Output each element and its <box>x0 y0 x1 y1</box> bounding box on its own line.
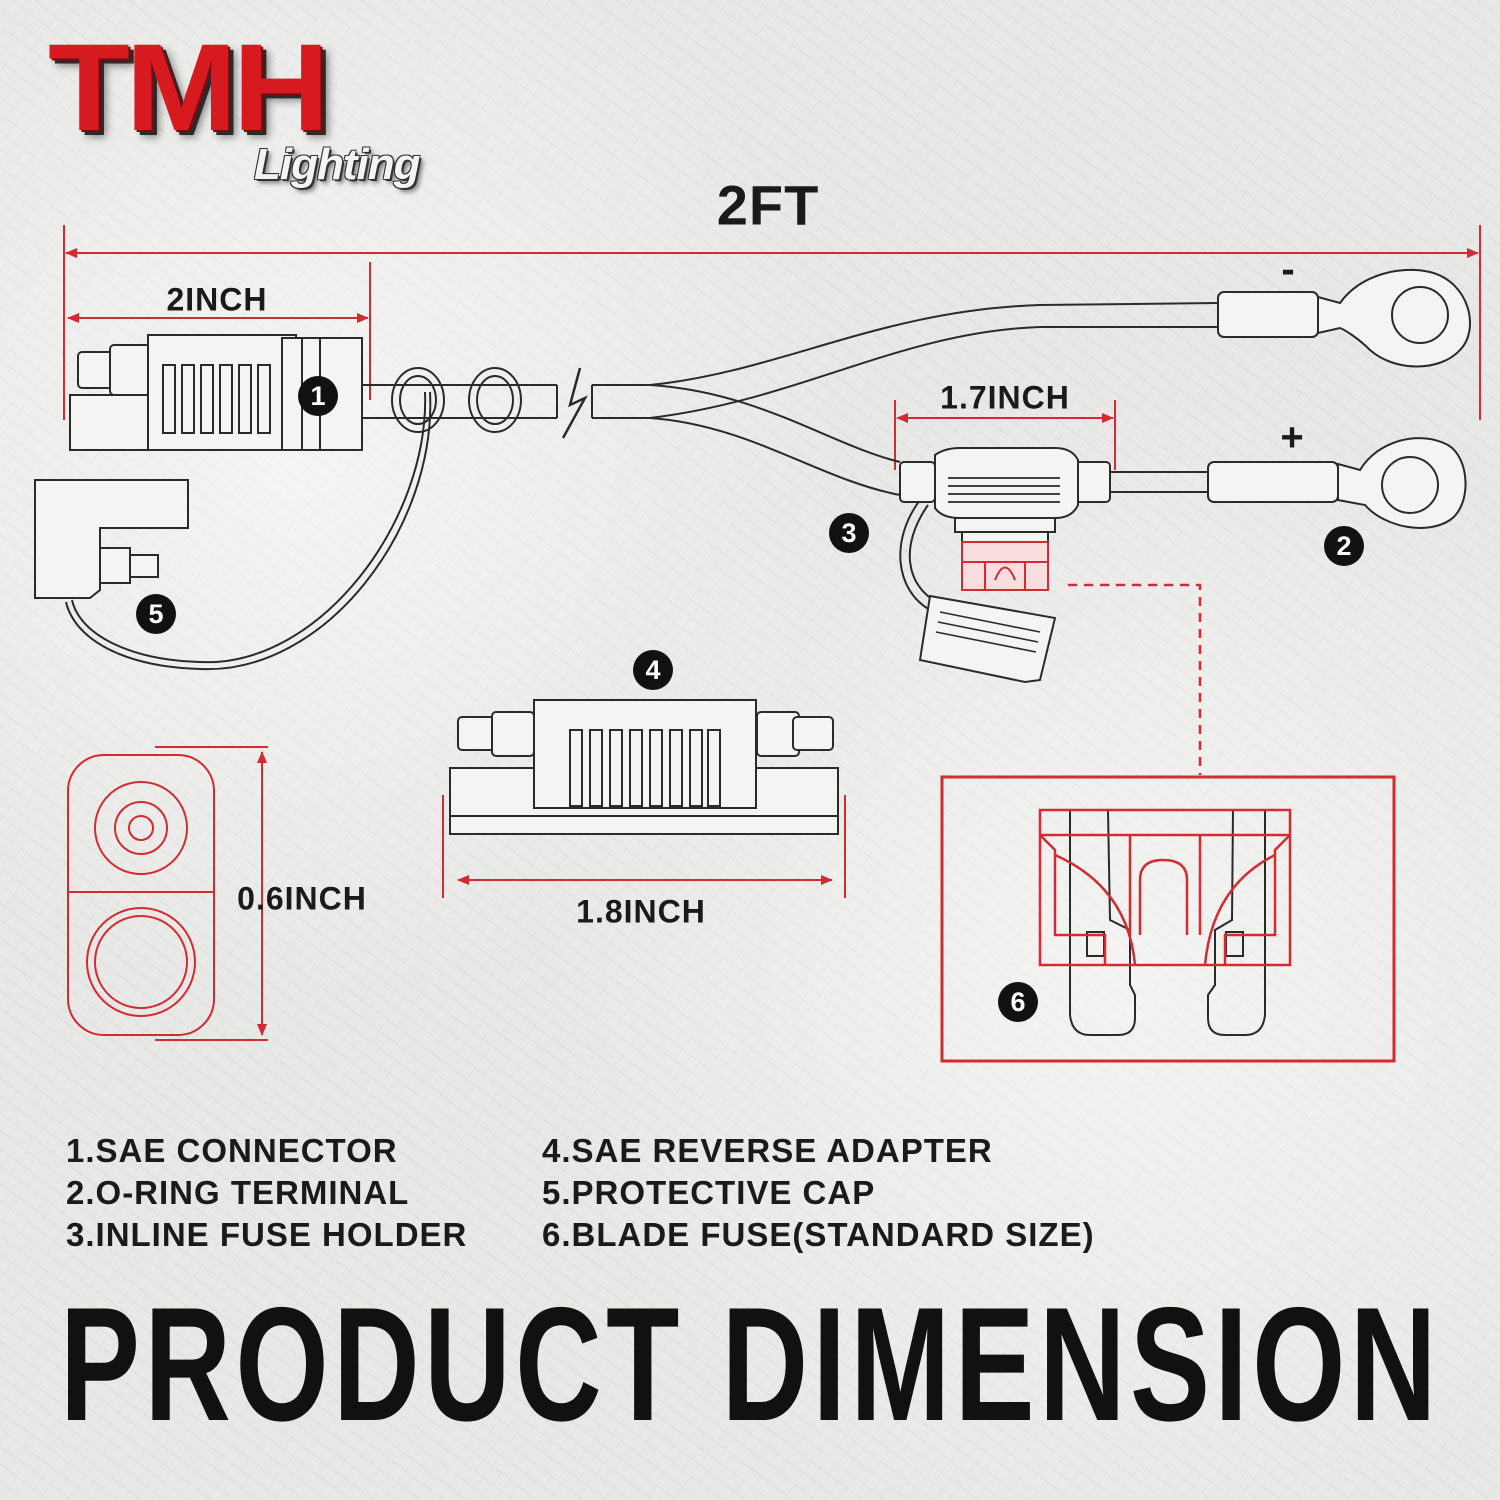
protective-cap <box>34 479 189 599</box>
logo-main-text: TMH <box>48 19 329 157</box>
blade-fuse-detail <box>940 775 1396 1063</box>
callout-badge-5: 5 <box>136 594 176 634</box>
negative-sign: - <box>1281 247 1295 292</box>
adapter-length-label: 1.8INCH <box>576 893 706 930</box>
connector-length-label: 2INCH <box>166 281 268 318</box>
sae-connector <box>69 334 363 451</box>
legend-left: 1.SAE CONNECTOR 2.O-RING TERMINAL 3.INLI… <box>66 1130 467 1256</box>
overall-length-label: 2FT <box>716 173 820 237</box>
legend-item-blade-fuse: 6.BLADE FUSE(STANDARD SIZE) <box>542 1216 1095 1253</box>
small-blade-fuse <box>961 541 1049 591</box>
sae-reverse-adapter <box>449 699 839 835</box>
callout-badge-2: 2 <box>1324 526 1364 566</box>
legend-item-protective-cap: 5.PROTECTIVE CAP <box>542 1174 876 1211</box>
legend-item-o-ring-terminal: 2.O-RING TERMINAL <box>66 1174 410 1211</box>
callout-badge-3: 3 <box>829 513 869 553</box>
page-title: PRODUCT DIMENSION <box>60 1274 1450 1455</box>
legend-item-inline-fuse-holder: 3.INLINE FUSE HOLDER <box>66 1216 468 1253</box>
callout-badge-1: 1 <box>298 376 338 416</box>
connector-face-size-label: 0.6INCH <box>237 880 367 917</box>
ring-terminal-positive <box>1207 437 1467 529</box>
positive-sign: + <box>1280 415 1304 460</box>
logo-sub-text: Lighting <box>254 140 420 189</box>
callout-badge-6: 6 <box>998 982 1038 1022</box>
legend-item-sae-connector: 1.SAE CONNECTOR <box>66 1132 398 1169</box>
inline-fuse-holder <box>899 447 1111 543</box>
fuse-holder-cap <box>918 594 1057 684</box>
legend-right: 4.SAE REVERSE ADAPTER 5.PROTECTIVE CAP 6… <box>542 1130 1095 1256</box>
sae-connector-face <box>67 754 215 1036</box>
dimension-lines <box>63 225 1481 1041</box>
callout-badge-4: 4 <box>633 650 673 690</box>
fuse-detail-leader <box>1068 583 1202 775</box>
cables <box>65 302 1219 671</box>
page-title-text: PRODUCT DIMENSION <box>60 1274 1441 1455</box>
tmh-lighting-logo: TMH Lighting <box>48 26 448 200</box>
fuse-holder-length-label: 1.7INCH <box>940 379 1070 416</box>
ring-terminal-negative <box>1217 268 1471 368</box>
legend-item-sae-reverse-adapter: 4.SAE REVERSE ADAPTER <box>542 1132 993 1169</box>
